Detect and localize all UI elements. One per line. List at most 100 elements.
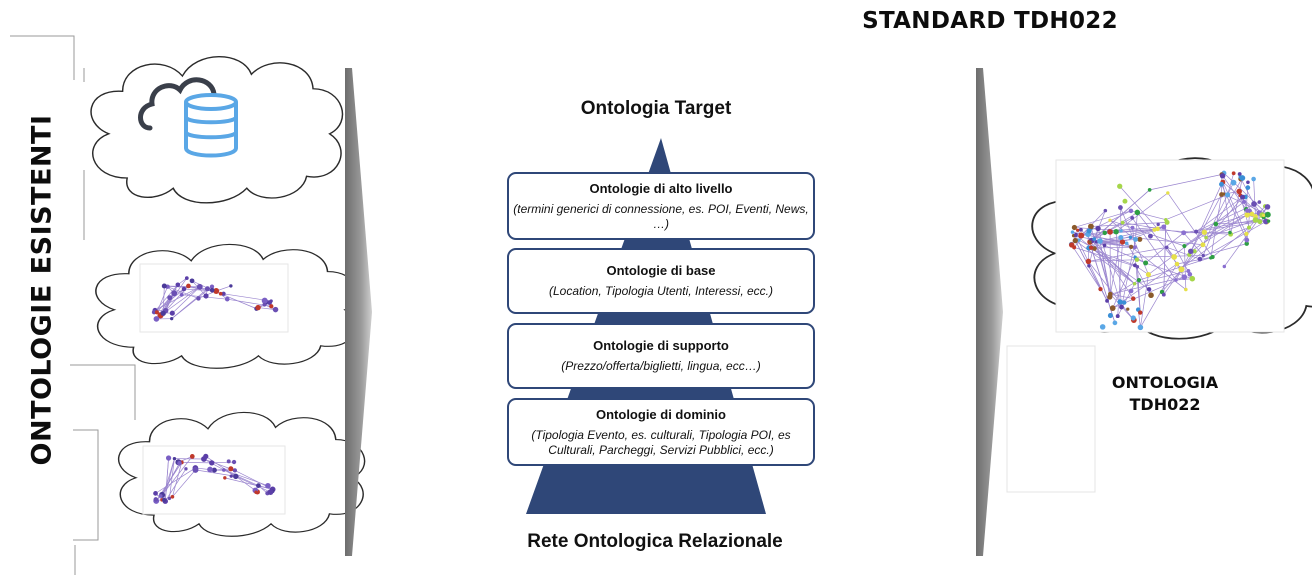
network-edge <box>1130 236 1203 246</box>
network-node <box>1251 176 1256 182</box>
network-node <box>1246 225 1252 230</box>
network-node <box>1246 180 1250 185</box>
network-graph-2 <box>153 453 276 504</box>
network-node <box>261 297 268 304</box>
layer-title: Ontologie di dominio <box>596 406 726 422</box>
network-node <box>1102 243 1107 248</box>
network-node <box>1099 324 1106 330</box>
network-node <box>162 497 167 503</box>
network-node <box>229 474 233 478</box>
network-node <box>1143 260 1149 266</box>
network-node <box>1147 233 1153 239</box>
network-edge <box>1070 244 1101 290</box>
network-node <box>1244 237 1250 243</box>
network-node <box>204 286 210 292</box>
network-node <box>153 316 160 322</box>
network-node <box>1097 238 1103 244</box>
network-node <box>1098 286 1103 292</box>
network-node <box>1266 219 1271 223</box>
network-node <box>1224 192 1231 198</box>
network-edge <box>160 463 180 497</box>
existing-ontologies-label: ONTOLOGIE ESISTENTI <box>18 110 66 470</box>
left-arrow-chevron <box>345 68 372 556</box>
label-line-1: ONTOLOGIA <box>1111 373 1219 392</box>
network-edge <box>1135 255 1204 258</box>
network-edge <box>163 458 175 501</box>
network-node <box>1174 278 1178 282</box>
network-edge <box>167 286 199 299</box>
network-node <box>272 306 279 313</box>
network-node <box>1155 226 1160 232</box>
network-edge <box>1188 184 1222 255</box>
network-node <box>209 287 215 293</box>
network-node <box>189 278 195 284</box>
network-edge <box>1149 174 1222 191</box>
network-node <box>1145 271 1152 278</box>
network-node <box>1182 243 1187 249</box>
network-node <box>1147 188 1152 192</box>
layer-title: Ontologie di alto livello <box>589 180 733 196</box>
pyramid-bottom-label: Rete Ontologica Relazionale <box>527 531 783 552</box>
network-edge <box>1091 189 1150 241</box>
network-node <box>1187 272 1193 277</box>
network-node <box>1078 227 1083 232</box>
network-node <box>1078 232 1085 239</box>
network-edge <box>178 461 212 464</box>
network-node <box>1197 256 1203 262</box>
network-node <box>167 496 172 501</box>
network-node <box>1188 248 1194 255</box>
network-node <box>1251 201 1257 207</box>
network-node <box>1076 228 1080 232</box>
layer-description: (Location, Tipologia Utenti, Interessi, … <box>549 284 773 298</box>
network-node <box>1118 205 1123 210</box>
network-node <box>1164 217 1168 222</box>
network-edge <box>195 469 236 477</box>
network-node <box>1136 278 1142 283</box>
network-node <box>1088 245 1094 250</box>
network-node <box>269 299 273 303</box>
network-node <box>1133 236 1138 242</box>
network-node <box>1219 192 1224 197</box>
network-node <box>209 284 215 289</box>
network-node <box>1130 315 1136 321</box>
network-node <box>228 466 234 472</box>
network-node <box>184 467 188 471</box>
network-node <box>1135 265 1140 269</box>
network-node <box>1107 229 1113 235</box>
network-node <box>1132 245 1137 250</box>
network-node <box>1178 266 1185 273</box>
network-node <box>1264 211 1271 218</box>
placeholder-box <box>1006 345 1096 493</box>
network-edge <box>1088 247 1136 266</box>
network-edge <box>1223 172 1269 215</box>
network-node <box>179 292 184 297</box>
network-edge <box>172 469 196 498</box>
network-node <box>1231 171 1236 176</box>
network-node <box>1095 225 1101 232</box>
network-node <box>1122 198 1128 204</box>
network-node <box>203 293 209 299</box>
network-edge <box>1176 256 1213 265</box>
network-node <box>1201 229 1208 235</box>
network-node <box>1161 224 1167 230</box>
network-node <box>1131 296 1136 301</box>
network-edge <box>1112 257 1136 309</box>
network-edge <box>1154 229 1231 235</box>
network-edge <box>1227 173 1234 195</box>
network-node <box>1237 172 1242 176</box>
network-node <box>231 459 237 465</box>
network-edge <box>1180 232 1231 269</box>
network-node <box>1129 244 1134 250</box>
vertical-label-text: ONTOLOGIE ESISTENTI <box>26 114 58 466</box>
network-edge <box>1088 247 1167 262</box>
network-node <box>170 494 175 499</box>
network-node <box>218 291 223 296</box>
network-node <box>1128 235 1133 240</box>
network-node <box>1166 191 1170 195</box>
network-edge <box>1074 210 1132 228</box>
network-node <box>1192 249 1197 254</box>
network-edge <box>1110 276 1185 295</box>
network-edge <box>1088 261 1135 321</box>
network-node <box>1137 324 1144 331</box>
